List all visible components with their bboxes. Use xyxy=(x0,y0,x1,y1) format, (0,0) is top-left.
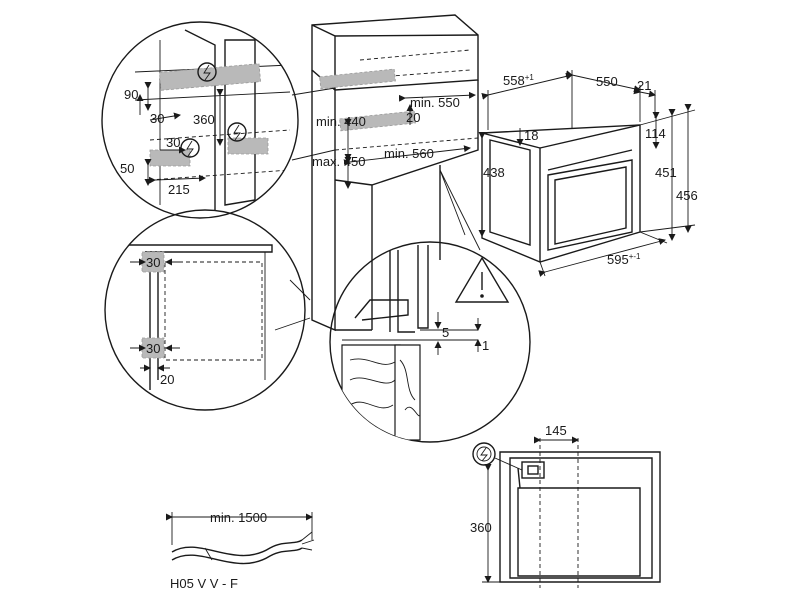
oven-dimensions: 558+1 550 21 18 114 438 451 456 595+-1 xyxy=(478,70,698,277)
label-30b: 30 xyxy=(166,135,180,150)
label-215: 215 xyxy=(168,182,190,197)
label-18: 18 xyxy=(524,128,538,143)
label-min560: min. 560 xyxy=(384,146,434,161)
detail-connection-area: 90 30 360 30 50 215 xyxy=(101,21,299,219)
label-1: 1 xyxy=(482,338,489,353)
cabinet-niche: min. 440 max. 450 min. 550 20 min. 560 xyxy=(311,14,479,332)
label-550: 550 xyxy=(596,74,618,89)
power-connection-icon xyxy=(472,442,523,471)
oven-back-view: 145 360 xyxy=(470,423,661,588)
label-90: 90 xyxy=(124,87,138,102)
label-595: 595+-1 xyxy=(607,252,641,267)
label-20b: 20 xyxy=(406,110,420,125)
detail-side-clearance: 30 30 20 xyxy=(104,209,306,411)
label-114: 114 xyxy=(645,126,666,141)
label-558: 558+1 xyxy=(503,73,534,88)
label-cable-type: H05 V V - F xyxy=(170,576,238,591)
label-max450: max. 450 xyxy=(312,154,365,169)
label-min440: min. 440 xyxy=(316,114,366,129)
label-456: 456 xyxy=(676,188,698,203)
label-451: 451 xyxy=(655,165,677,180)
rear-opening-bottom xyxy=(339,110,416,132)
label-360b: 360 xyxy=(470,520,492,535)
label-50: 50 xyxy=(120,161,134,176)
label-145: 145 xyxy=(545,423,567,438)
warning-triangle-icon xyxy=(454,256,510,303)
power-cable: min. 1500 H05 V V - F xyxy=(166,510,315,591)
leader-detail-1 xyxy=(291,87,336,96)
rear-opening-top xyxy=(319,68,396,90)
power-connection-icon xyxy=(227,122,247,142)
power-connection-icon xyxy=(180,138,200,158)
label-21: 21 xyxy=(637,78,651,93)
power-connection-icon xyxy=(197,62,217,82)
label-min550: min. 550 xyxy=(410,95,460,110)
label-min1500: min. 1500 xyxy=(210,510,267,525)
label-20a: 20 xyxy=(160,372,174,387)
detail-mounting-gap: 5 1 xyxy=(329,241,531,443)
label-5: 5 xyxy=(442,325,449,340)
label-438: 438 xyxy=(483,165,505,180)
label-30d: 30 xyxy=(146,341,160,356)
label-360a: 360 xyxy=(193,112,215,127)
label-30c: 30 xyxy=(146,255,160,270)
label-30a: 30 xyxy=(150,111,164,126)
